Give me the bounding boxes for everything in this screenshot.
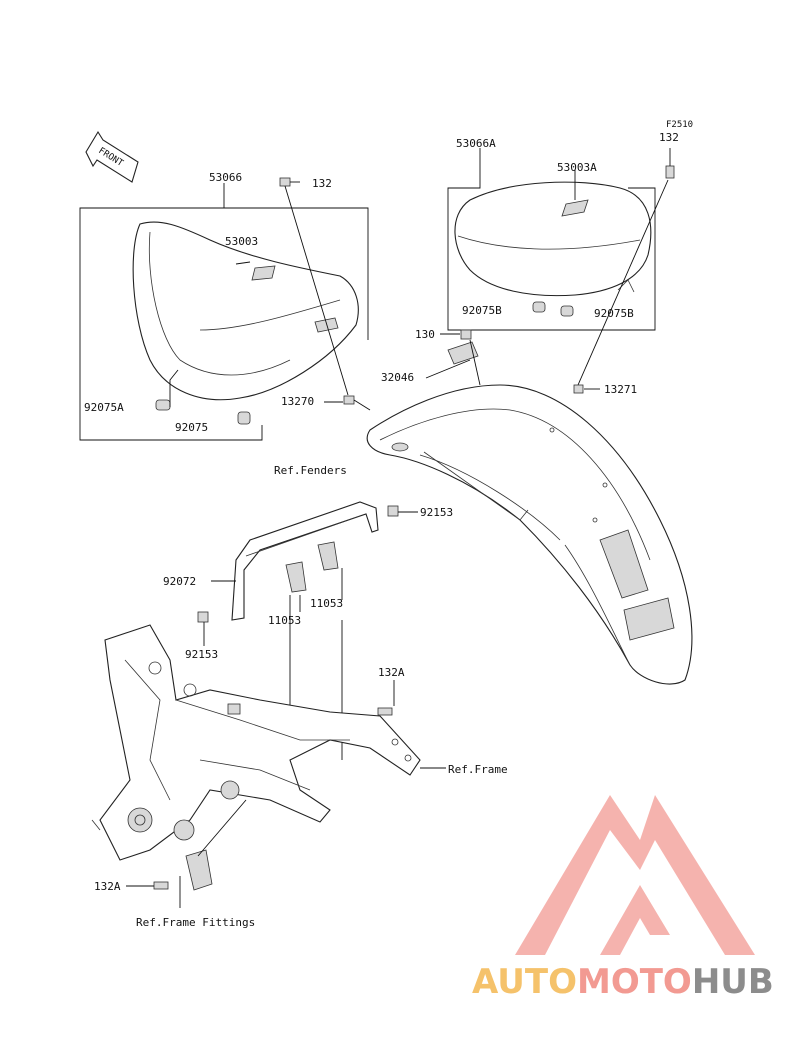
- bolt-132-top: [279, 177, 349, 396]
- grommet-13270: [343, 395, 355, 405]
- rear-fender: [366, 384, 693, 685]
- bolt-132A-top: [377, 707, 393, 716]
- ref-fenders: Ref.Fenders: [274, 464, 347, 477]
- svg-text:AUTOMOTOHUB: AUTOMOTOHUB: [472, 962, 774, 1002]
- damper-92075: [237, 411, 251, 425]
- bracket-11053-right: [317, 541, 339, 571]
- callout-32046: 32046: [381, 371, 414, 384]
- automotohub-logo: [515, 795, 755, 955]
- grommet-13271: [573, 384, 584, 394]
- passenger-seat-assembly: [447, 148, 656, 331]
- callout-132A-top: 132A: [378, 666, 405, 679]
- callout-92153-right: 92153: [420, 506, 453, 519]
- callout-92153-left: 92153: [185, 648, 218, 661]
- callout-132A-bottom: 132A: [94, 880, 121, 893]
- callout-132-top: 132: [312, 177, 332, 190]
- frame: [91, 624, 421, 861]
- frame-fitting-bracket: [126, 799, 247, 908]
- fender-bracket: [425, 329, 481, 386]
- callout-53066A: 53066A: [456, 137, 496, 150]
- callout-132-right: 132: [659, 131, 679, 144]
- rider-seat-assembly: [79, 183, 369, 441]
- diagram-code: F2510: [666, 120, 693, 130]
- callout-53003A: 53003A: [557, 161, 597, 174]
- front-arrow-icon: FRONT: [85, 130, 139, 183]
- bolt-132-right: [665, 165, 675, 179]
- watermark-hub: HUB: [692, 962, 774, 1002]
- grab-bar: [197, 501, 418, 780]
- callout-92075A: 92075A: [84, 401, 124, 414]
- callout-92075: 92075: [175, 421, 208, 434]
- callout-13271: 13271: [604, 383, 637, 396]
- callout-92072: 92072: [163, 575, 196, 588]
- callout-11053-right: 11053: [310, 597, 343, 610]
- rider-seat-bracket: [251, 265, 276, 281]
- damper-92075A: [155, 399, 171, 411]
- ref-frame-fittings: Ref.Frame Fittings: [136, 916, 255, 929]
- callout-53003: 53003: [225, 235, 258, 248]
- watermark-auto: AUTO: [472, 962, 577, 1002]
- bracket-11053-left: [285, 561, 307, 593]
- callout-92075B-right: 92075B: [594, 307, 634, 320]
- callout-11053-left: 11053: [268, 614, 301, 627]
- callout-92075B-left: 92075B: [462, 304, 502, 317]
- rider-seat: [132, 221, 359, 401]
- callout-13270: 13270: [281, 395, 314, 408]
- callout-130: 130: [415, 328, 435, 341]
- watermark-text: AUTOMOTOHUB: [472, 962, 774, 1002]
- watermark-moto: MOTO: [577, 962, 692, 1002]
- ref-frame: Ref.Frame: [448, 763, 508, 776]
- callout-53066: 53066: [209, 171, 242, 184]
- passenger-seat: [454, 181, 652, 297]
